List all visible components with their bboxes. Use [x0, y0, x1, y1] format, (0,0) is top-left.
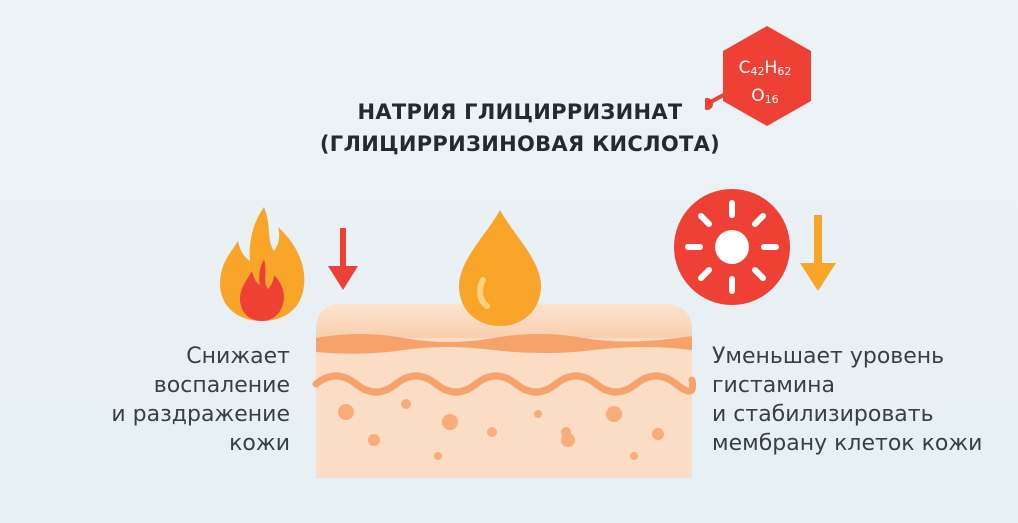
right-effect-text: Уменьшает уровень гистамина и стабилизир… [712, 342, 1012, 458]
sun-icon [674, 189, 790, 305]
left-effect-line: воспаление [153, 373, 290, 398]
arrow-down-icon [800, 215, 836, 291]
chemical-formula: C42H62 O16 [738, 58, 792, 106]
oil-drop-icon [459, 210, 541, 326]
right-effect-line: Уменьшает уровень [712, 344, 945, 369]
title-line-2: (ГЛИЦИРРИЗИНОВАЯ КИСЛОТА) [319, 132, 721, 156]
arrow-down-icon [328, 228, 358, 290]
left-effect-line: кожи [229, 431, 290, 456]
molecule-hexagon-icon [705, 26, 811, 126]
skin-layers-illustration [312, 304, 697, 478]
left-effect-line: и раздражение [111, 402, 290, 427]
flame-icon [220, 207, 305, 321]
right-effect-line: мембрану клеток кожи [712, 431, 983, 456]
left-effect-line: Снижает [186, 344, 290, 369]
right-effect-line: и стабилизировать [712, 402, 934, 427]
left-effect-text: Снижает воспаление и раздражение кожи [100, 342, 290, 458]
title-line-1: НАТРИЯ ГЛИЦИРРИЗИНАТ [357, 100, 683, 124]
page-title: НАТРИЯ ГЛИЦИРРИЗИНАТ (ГЛИЦИРРИЗИНОВАЯ КИ… [240, 96, 800, 160]
right-effect-line: гистамина [712, 373, 836, 398]
